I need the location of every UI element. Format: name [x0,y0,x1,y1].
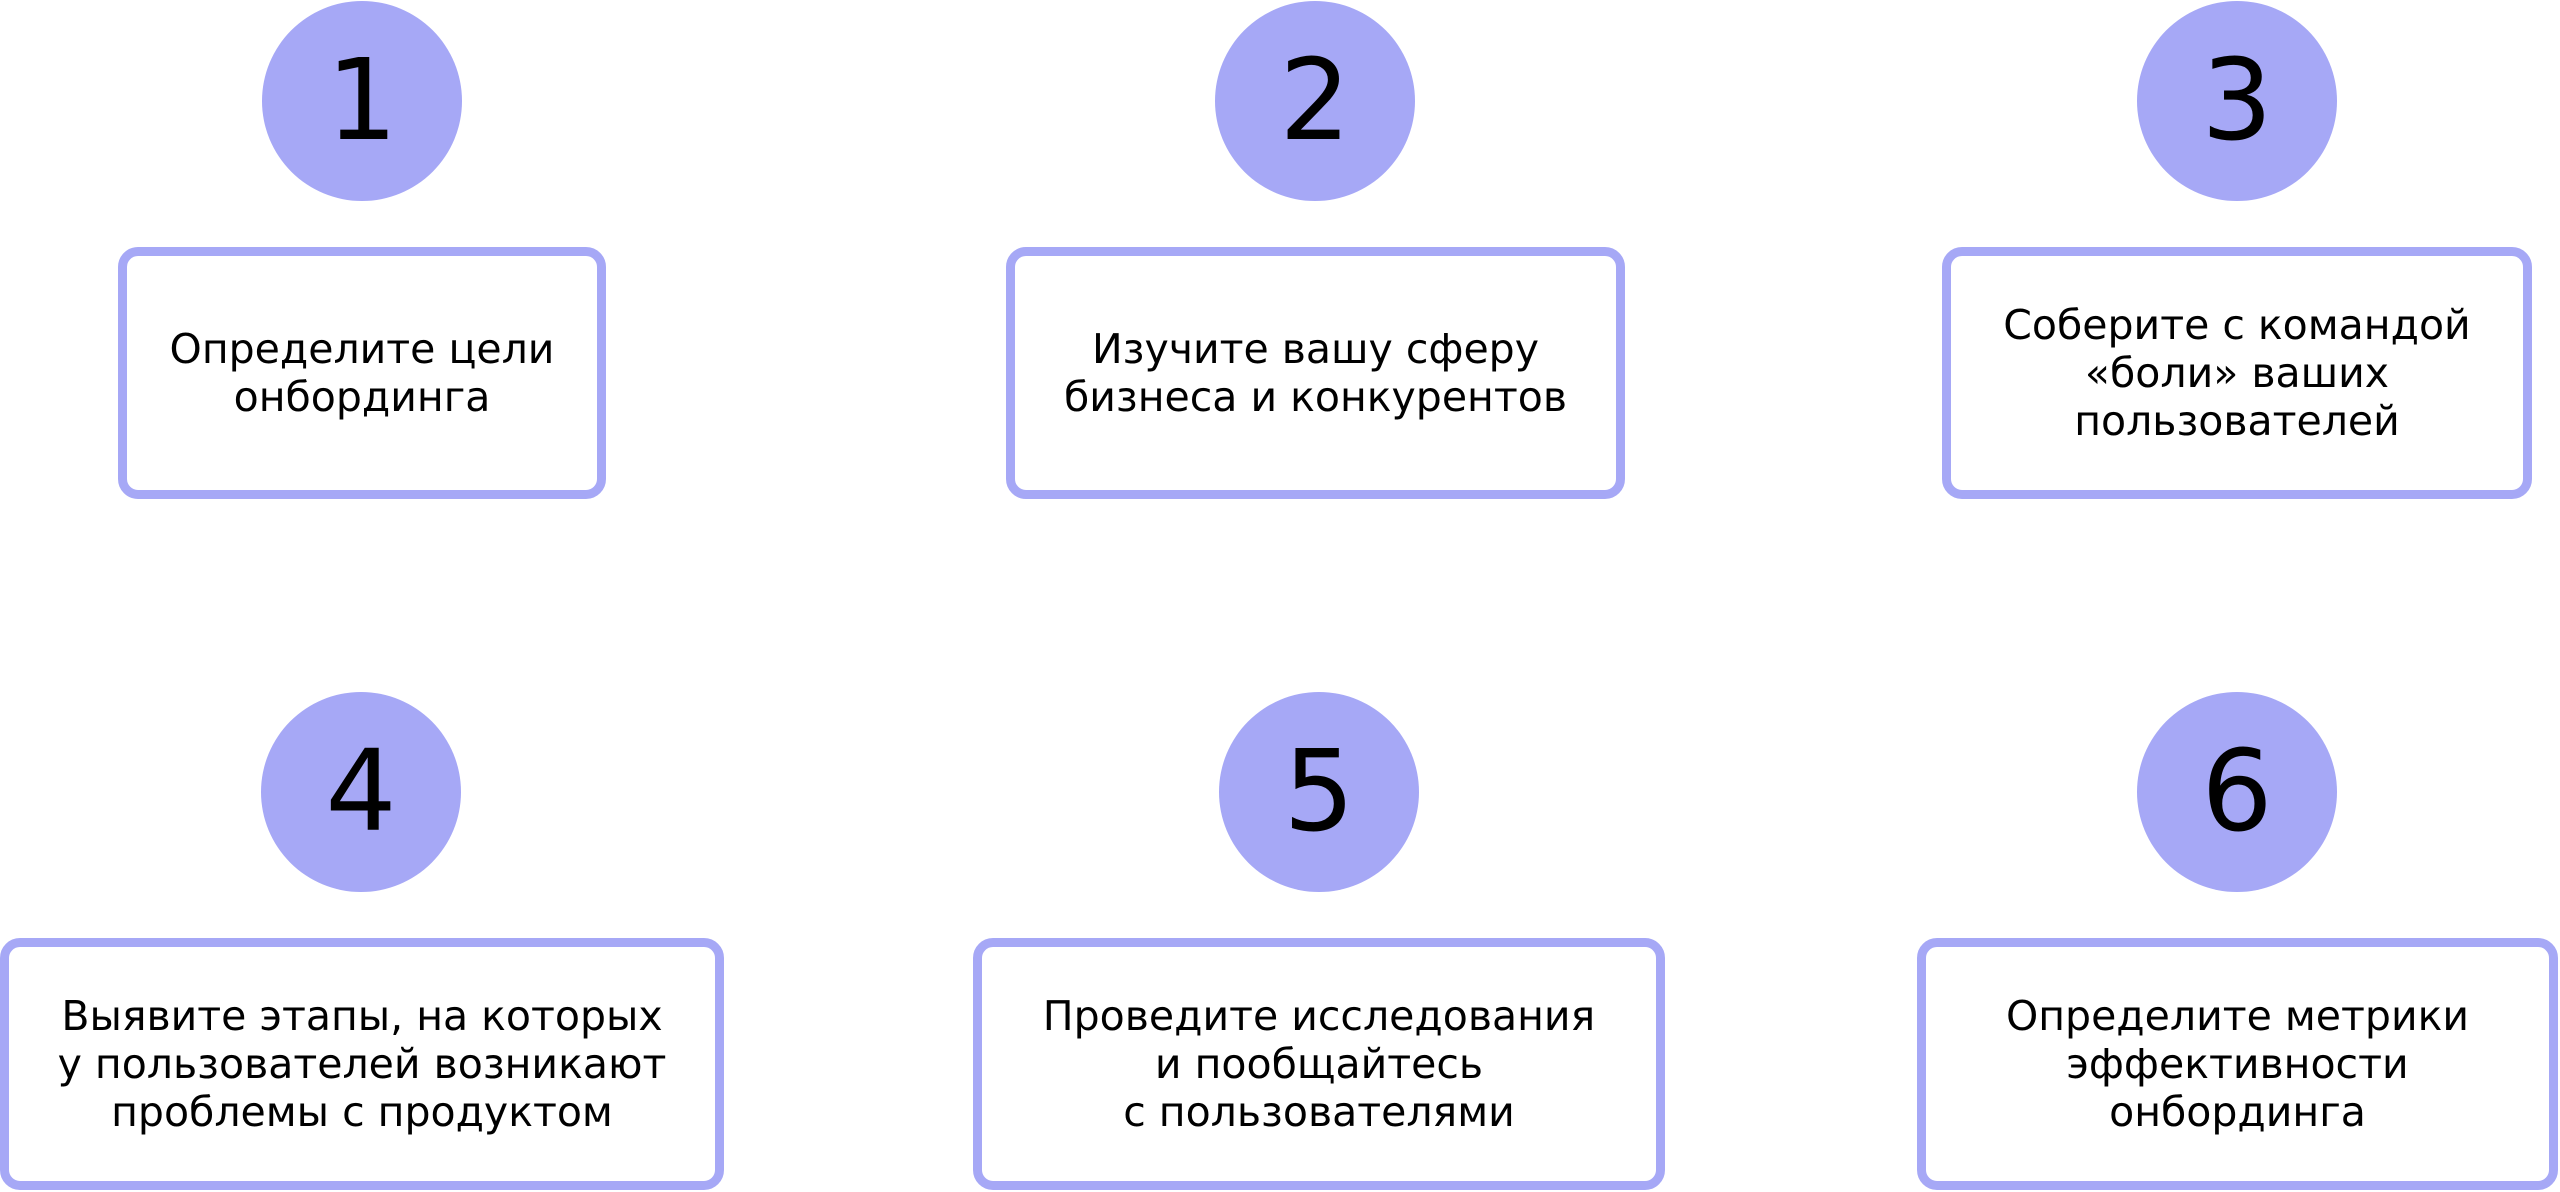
step-box: Соберите с командой «боли» ваших пользов… [1942,247,2532,499]
step-text: Определите цели онбординга [169,325,555,421]
step-number-circle: 3 [2137,1,2337,201]
step-text: Изучите вашу сферу бизнеса и конкурентов [1063,325,1567,421]
step-box: Проведите исследования и пообщайтесь с п… [973,938,1665,1190]
step-number-circle: 5 [1219,692,1419,892]
step-text: Выявите этапы, на которых у пользователе… [57,992,667,1136]
step-box: Определите цели онбординга [118,247,606,499]
step-text: Соберите с командой «боли» ваших пользов… [2003,301,2471,445]
step-number: 1 [326,36,398,166]
step-number: 5 [1283,727,1355,857]
step-number: 3 [2201,36,2273,166]
step-number-circle: 4 [261,692,461,892]
step-text: Определите метрики эффективности онборди… [2005,992,2469,1136]
step-number-circle: 2 [1215,1,1415,201]
step-text: Проведите исследования и пообщайтесь с п… [1042,992,1596,1136]
step-number-circle: 6 [2137,692,2337,892]
step-box: Определите метрики эффективности онборди… [1917,938,2558,1190]
step-number: 6 [2201,727,2273,857]
step-number: 2 [1279,36,1351,166]
step-box: Выявите этапы, на которых у пользователе… [0,938,724,1190]
step-number-circle: 1 [262,1,462,201]
step-number: 4 [325,727,397,857]
step-box: Изучите вашу сферу бизнеса и конкурентов [1006,247,1625,499]
